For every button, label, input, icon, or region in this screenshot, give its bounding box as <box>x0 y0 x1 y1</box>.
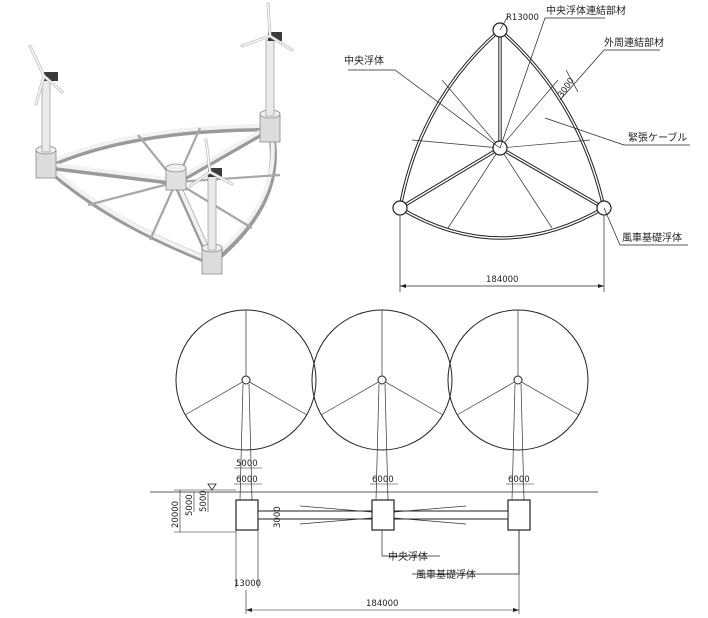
elev-dim-draft: 5000 <box>199 490 209 512</box>
plan-label-central-connector: 中央浮体連結部材 <box>546 4 626 17</box>
rotor-center <box>311 309 453 451</box>
plan-outer-members <box>398 28 606 240</box>
central-float-3d <box>165 163 187 191</box>
plan-width-dimension <box>399 216 605 292</box>
plan-dim-width: 184000 <box>486 275 518 285</box>
plan-dim-top-radius: R13000 <box>506 13 539 23</box>
plan-central-connectors <box>399 30 605 210</box>
plan-left-float <box>392 200 408 216</box>
elev-dim-freeboard: 5000 <box>185 494 195 516</box>
elev-float-center <box>371 499 395 531</box>
plan-dim-outer-member: 3000 <box>556 76 577 99</box>
towers <box>239 383 525 501</box>
turbine-float-right-3d <box>240 2 294 143</box>
plan-leader-lines <box>348 15 690 246</box>
rotor-right <box>447 309 589 451</box>
plan-label-outer-connector: 外周連結部材 <box>604 36 664 49</box>
elev-float-right <box>507 499 531 531</box>
plan-label-turbine-float: 風車基礎浮体 <box>622 231 682 244</box>
elev-dim-tower-right: 6000 <box>508 475 530 485</box>
elev-label-turbine-float: 風車基礎浮体 <box>416 568 476 581</box>
elev-dim-member: 3000 <box>273 506 283 528</box>
rotor-left <box>175 309 317 451</box>
elev-depth-dimensions <box>174 489 236 533</box>
plan-tension-cables <box>411 79 591 229</box>
plan-view: 中央浮体連結部材 外周連結部材 中央浮体 緊張ケーブル 風車基礎浮体 R1300… <box>344 4 690 292</box>
turbine-float-front-3d <box>188 138 234 275</box>
plan-label-central-float: 中央浮体 <box>344 54 384 67</box>
elev-dim-depth-total: 20000 <box>171 501 181 528</box>
elev-dim-tower-center: 6000 <box>372 475 394 485</box>
isometric-render <box>28 2 294 275</box>
turbine-float-left-3d <box>28 44 64 179</box>
elev-dim-tower-left: 6000 <box>236 475 258 485</box>
water-level-symbol <box>207 483 217 491</box>
elev-float-left <box>235 499 259 531</box>
elev-label-central-float: 中央浮体 <box>388 550 428 563</box>
elev-dim-float-width: 13000 <box>234 579 261 589</box>
elev-connecting-members <box>257 505 509 525</box>
elev-dim-span: 184000 <box>366 599 398 609</box>
outer-ring <box>42 124 277 266</box>
elev-dim-tower-top: 5000 <box>236 459 258 469</box>
elevation-view: 5000 6000 6000 6000 20000 5000 5000 3000… <box>150 309 598 614</box>
elev-span-dimension <box>245 530 520 614</box>
plan-label-tension-cable: 緊張ケーブル <box>628 131 687 144</box>
